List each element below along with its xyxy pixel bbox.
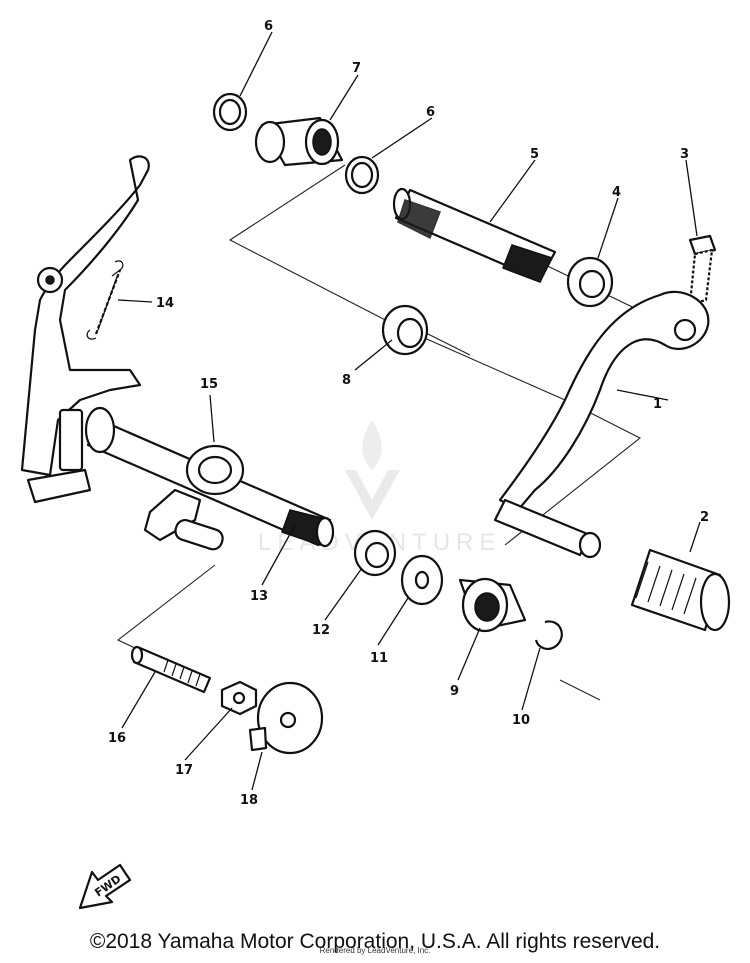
callout-8: 8 — [342, 373, 351, 388]
part-3-bolt — [688, 234, 717, 306]
part-8-bushing — [381, 304, 429, 356]
part-16-stud-bolt — [130, 645, 212, 694]
part-12-oil-seal — [353, 529, 397, 577]
leader-lines — [117, 31, 701, 791]
callout-9: 9 — [450, 684, 459, 699]
part-6-circlip-middle — [344, 155, 380, 195]
part-10-circlip — [534, 620, 563, 650]
callout-12: 12 — [312, 623, 330, 638]
callout-16: 16 — [108, 731, 126, 746]
callout-2: 2 — [700, 510, 709, 525]
part-1-shift-pedal — [493, 290, 710, 559]
part-5-shaft — [392, 187, 557, 283]
callout-6a: 6 — [264, 19, 273, 34]
part-4-oil-seal — [566, 256, 614, 308]
callouts: 1 2 3 4 5 6 6 7 8 9 10 11 12 13 14 15 16… — [108, 19, 709, 808]
part-9-joint — [458, 577, 527, 633]
guide-lines — [116, 164, 681, 701]
part-6-circlip-top — [212, 92, 248, 132]
callout-14: 14 — [156, 296, 174, 311]
part-11-washer — [400, 554, 444, 606]
copyright-text: ©2018 Yamaha Motor Corporation, U.S.A. A… — [89, 930, 661, 953]
rendered-by-text: Rendered by LeadVenture, Inc. — [319, 946, 431, 955]
callout-10: 10 — [512, 713, 530, 728]
callout-3: 3 — [680, 147, 689, 162]
part-7-collar — [254, 116, 344, 167]
shift-shaft-lower-arm — [143, 488, 224, 551]
shift-arm-assembly — [20, 155, 150, 504]
fwd-arrow-icon: FWD — [78, 863, 132, 910]
callout-17: 17 — [175, 763, 193, 778]
callout-7: 7 — [352, 61, 361, 76]
callout-18: 18 — [240, 793, 258, 808]
callout-1: 1 — [653, 397, 662, 412]
callout-15: 15 — [200, 377, 218, 392]
part-15-washer — [185, 444, 245, 496]
part-18-lock-washer — [248, 681, 324, 755]
part-17-nut — [220, 680, 258, 716]
callout-13: 13 — [250, 589, 268, 604]
callout-5: 5 — [530, 147, 539, 162]
callout-6b: 6 — [426, 105, 435, 120]
part-14-spring — [86, 260, 124, 340]
callout-11: 11 — [370, 651, 388, 666]
callout-4: 4 — [612, 185, 621, 200]
part-2-footpeg-rubber — [630, 548, 731, 632]
